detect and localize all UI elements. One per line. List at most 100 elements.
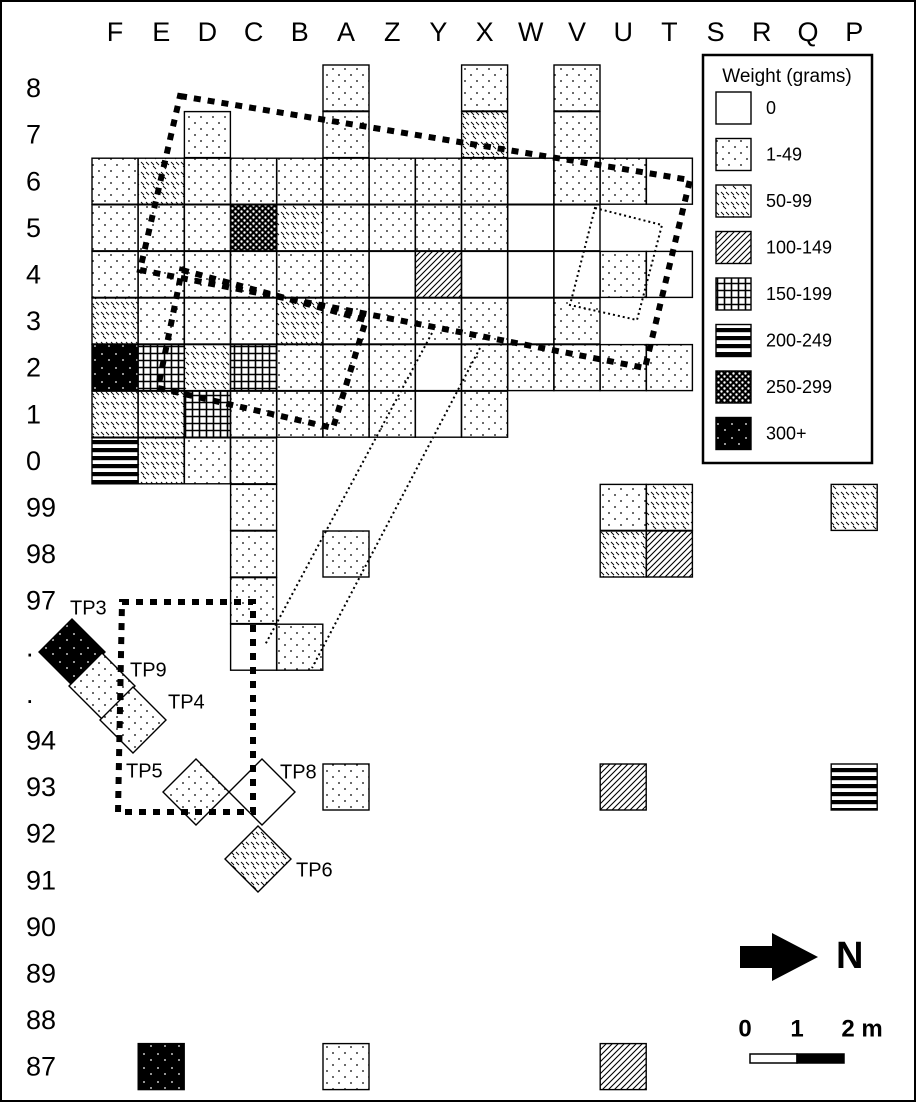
- column-label: U: [613, 17, 633, 47]
- excavation-unit: [183, 204, 232, 252]
- excavation-unit: [645, 530, 694, 578]
- excavation-unit: [507, 204, 555, 252]
- row-label: 5: [26, 213, 41, 243]
- row-label: 90: [26, 912, 56, 942]
- excavation-unit: [830, 483, 878, 532]
- test-pit-unit: [162, 758, 230, 826]
- test-pit-label: TP4: [168, 691, 205, 713]
- column-label: R: [752, 17, 772, 47]
- legend-label: 0: [766, 98, 776, 118]
- column-label: E: [152, 17, 170, 47]
- legend-swatch: [715, 91, 752, 125]
- row-label: 0: [26, 446, 41, 476]
- excavation-unit: [553, 204, 601, 252]
- excavation-unit: [368, 250, 416, 299]
- excavation-unit: [183, 110, 232, 159]
- excavation-unit: [368, 157, 416, 205]
- excavation-unit: [91, 343, 139, 392]
- column-label: P: [845, 17, 863, 47]
- excavation-unit: [91, 250, 139, 299]
- projection-line-2: [311, 347, 481, 669]
- row-label: 91: [26, 865, 56, 895]
- legend-label: 250-299: [766, 377, 832, 397]
- column-label: X: [476, 17, 494, 47]
- dotted-outlines: [114, 92, 694, 815]
- excavation-unit: [599, 763, 647, 811]
- excavation-unit: [553, 343, 601, 392]
- excavation-unit: [91, 204, 139, 252]
- legend-title: Weight (grams): [722, 66, 852, 87]
- excavation-unit: [414, 157, 463, 205]
- column-label: W: [518, 17, 544, 47]
- excavation-unit: [599, 1042, 647, 1091]
- legend-swatch: [715, 184, 752, 218]
- excavation-unit: [322, 343, 370, 392]
- excavation-unit: [322, 297, 370, 345]
- scale-segment-black: [796, 1053, 845, 1064]
- excavation-unit: [137, 437, 185, 485]
- excavation-unit: [276, 297, 324, 345]
- row-label: 4: [26, 260, 41, 290]
- excavation-unit: [229, 157, 278, 205]
- column-label: T: [661, 17, 678, 47]
- column-label: Z: [384, 17, 401, 47]
- excavation-unit: [460, 390, 509, 438]
- excavation-unit: [91, 157, 139, 205]
- column-label: Q: [797, 17, 818, 47]
- column-label: D: [198, 17, 218, 47]
- excavation-unit: [322, 1042, 370, 1091]
- row-label: 7: [26, 120, 41, 150]
- excavation-unit: [414, 250, 463, 299]
- excavation-unit: [229, 343, 278, 392]
- row-label: 8: [26, 73, 41, 103]
- row-label: .: [26, 679, 34, 709]
- excavation-unit: [599, 157, 647, 205]
- excavation-unit: [460, 250, 509, 299]
- excavation-unit: [645, 250, 694, 299]
- projection-line-1: [264, 332, 433, 646]
- test-pit-unit: [224, 825, 292, 893]
- excavation-unit: [599, 483, 647, 532]
- north-arrow: N: [740, 933, 863, 981]
- north-arrow-icon: [740, 933, 818, 981]
- legend-swatch: [715, 370, 752, 404]
- excavation-unit: [91, 297, 139, 345]
- excavation-unit: [507, 297, 555, 345]
- sw-block-outline: [114, 599, 256, 815]
- row-label: 6: [26, 166, 41, 196]
- excavation-unit: [229, 483, 278, 532]
- test-pit-label: TP3: [70, 597, 107, 619]
- excavation-unit: [229, 204, 278, 252]
- column-label: C: [244, 17, 264, 47]
- fine-rect-outline: [568, 206, 664, 322]
- legend-swatch: [715, 323, 752, 358]
- test-pit-label: TP9: [130, 659, 167, 681]
- excavation-unit: [276, 250, 324, 299]
- excavation-unit: [276, 623, 324, 671]
- excavation-unit: [414, 204, 463, 252]
- excavation-unit: [137, 343, 185, 392]
- excavation-unit: [553, 64, 601, 112]
- excavation-unit: [229, 530, 278, 578]
- legend-items: 01-4950-99100-149150-199200-249250-29930…: [715, 91, 832, 451]
- column-label: A: [337, 17, 355, 47]
- excavation-unit: [229, 437, 278, 485]
- test-pit-label: TP5: [126, 760, 163, 782]
- row-label: 94: [26, 726, 56, 756]
- excavation-unit: [368, 390, 416, 438]
- row-label: 98: [26, 539, 56, 569]
- excavation-unit: [645, 343, 694, 392]
- excavation-unit: [137, 390, 185, 438]
- excavation-unit: [645, 483, 694, 532]
- legend-swatch: [715, 230, 752, 265]
- legend-label: 300+: [766, 423, 807, 443]
- excavation-unit: [599, 250, 647, 299]
- excavation-unit: [830, 763, 878, 811]
- excavation-unit: [183, 343, 232, 392]
- excavation-unit: [91, 437, 139, 485]
- excavation-unit: [91, 390, 139, 438]
